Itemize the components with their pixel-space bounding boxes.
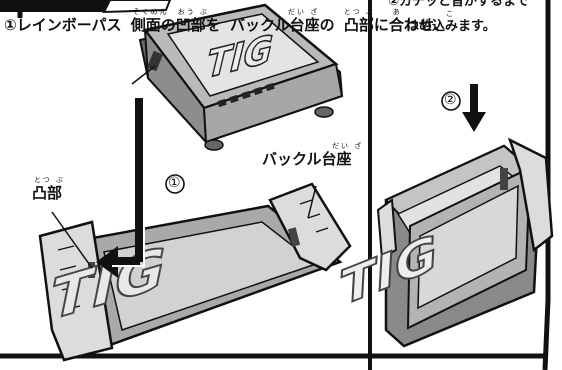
step2-arrow — [462, 84, 486, 132]
label-buckle-base-text: バックル台座 — [262, 150, 352, 168]
instruction-step1-line1: ①レインボーパス — [4, 16, 122, 34]
instruction-step1-line4: 凸部に合わせ、 — [343, 16, 449, 34]
instruction-step2-line2: はめ込みます。 — [406, 19, 496, 34]
furigana-sokumen: そくめん おう ぶ — [132, 8, 210, 16]
label-buckle-base: だい ざ バックル台座 — [262, 143, 361, 168]
furigana-komi: こ — [446, 10, 455, 18]
instruction-step2: ②カチッと音がするまで こ はめ込みます。 — [388, 0, 529, 33]
furigana-totsubu-a: とつ ぶ あ — [343, 8, 402, 16]
label-buckle-base-furigana: だい ざ — [332, 142, 364, 150]
instruction-step1-line2: 側面の凹部を — [130, 16, 221, 34]
furigana-daiza: だい ざ — [288, 8, 320, 16]
rainbow-pass-device — [138, 3, 344, 151]
step2-number: ② — [444, 92, 457, 108]
instruction-step2-line1: ②カチッと音がするまで — [388, 0, 530, 9]
instruction-step1: ①レインボーパス そくめん おう ぶ 側面の凹部を だい ざ バックル台座の と… — [4, 9, 449, 41]
label-totsubu-furigana: とつ ぶ — [34, 176, 65, 184]
buckle-base-device — [38, 182, 352, 362]
step1-arrow — [96, 96, 145, 278]
inserted-device — [376, 137, 554, 348]
step-title-tab — [0, 0, 110, 12]
label-totsubu-text: 凸部 — [32, 184, 63, 202]
step1-number: ① — [168, 175, 181, 191]
instruction-step1-line3: バックル台座の — [230, 16, 335, 34]
label-totsubu: とつ ぶ 凸部 — [32, 177, 63, 202]
